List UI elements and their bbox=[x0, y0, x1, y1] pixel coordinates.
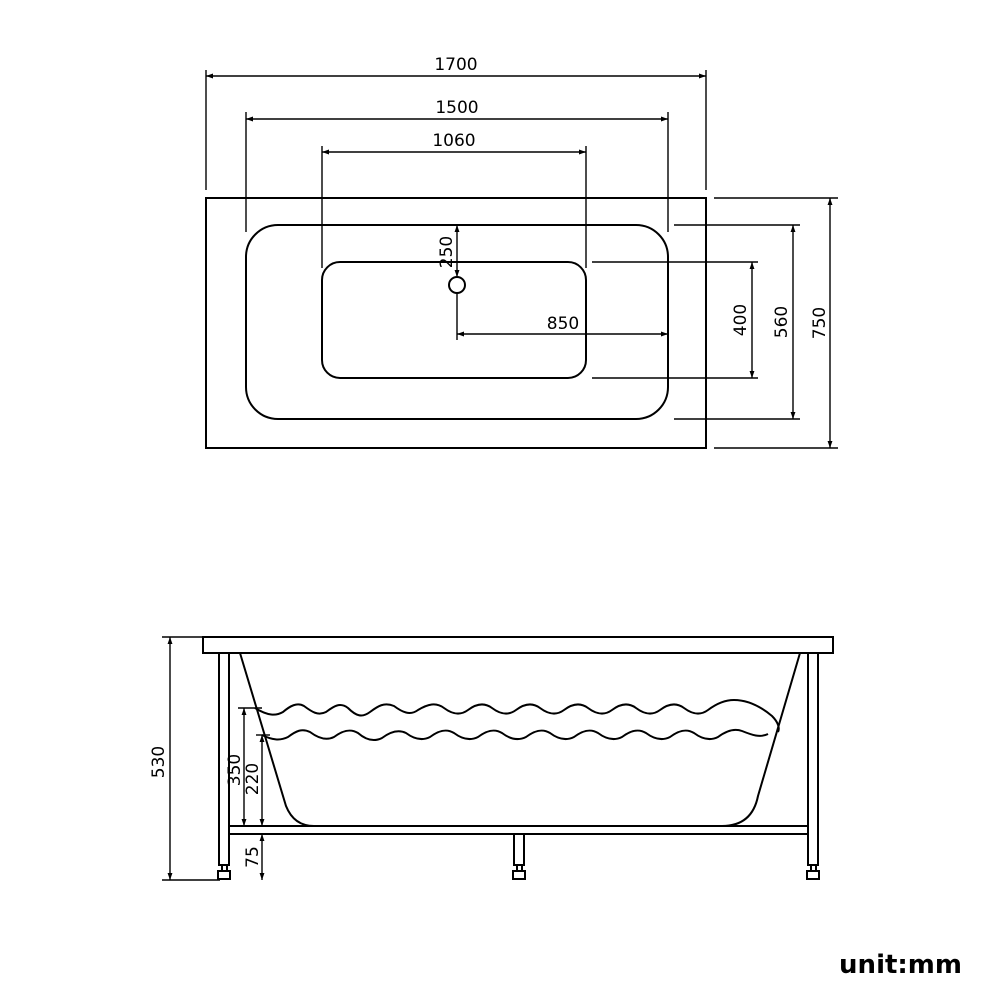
frame-left-leg bbox=[217, 652, 231, 880]
frame-crossbar bbox=[228, 825, 809, 835]
tub-floor bbox=[321, 261, 587, 379]
side-view: 530 350 220 75 bbox=[149, 636, 834, 881]
dim-label-850: 850 bbox=[547, 314, 579, 334]
dim-label-250: 250 bbox=[437, 236, 457, 268]
drain-icon bbox=[448, 276, 466, 294]
frame-right-leg bbox=[806, 652, 820, 880]
dim-label-1060: 1060 bbox=[432, 131, 475, 151]
water-wave-low bbox=[261, 728, 769, 742]
water-wave-high bbox=[254, 698, 780, 733]
frame-center-leg bbox=[512, 833, 526, 880]
dim-label-75: 75 bbox=[243, 846, 263, 868]
dim-label-1500: 1500 bbox=[435, 98, 478, 118]
dim-label-1700: 1700 bbox=[434, 55, 477, 75]
dim-label-530: 530 bbox=[149, 746, 169, 778]
dim-label-350: 350 bbox=[225, 754, 245, 786]
dim-label-400: 400 bbox=[731, 304, 751, 336]
dim-label-220: 220 bbox=[243, 763, 263, 795]
top-view: 1700 1500 1060 250 850 400 560 750 bbox=[205, 55, 838, 449]
dim-label-560: 560 bbox=[772, 306, 792, 338]
unit-label: unit:mm bbox=[839, 950, 962, 980]
tub-outer-rim bbox=[205, 197, 707, 449]
tub-rim-slab bbox=[202, 636, 834, 654]
dim-label-750: 750 bbox=[810, 307, 830, 339]
